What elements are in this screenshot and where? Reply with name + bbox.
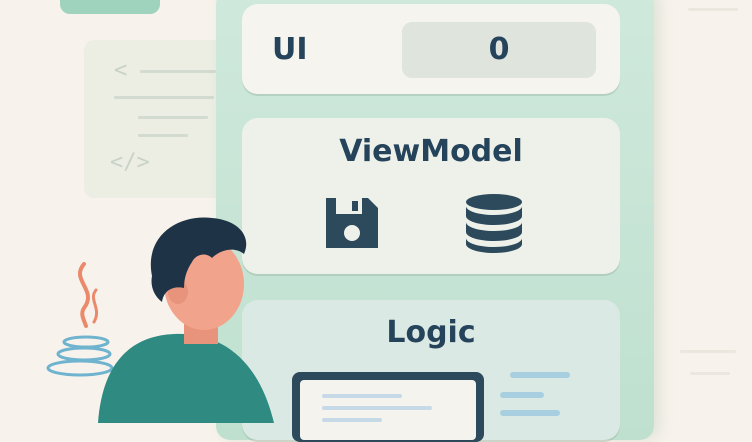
laptop (292, 372, 484, 442)
code-bracket-close: </> (110, 150, 150, 175)
code-line (138, 134, 188, 137)
java-icon (46, 262, 114, 377)
logic-line (510, 372, 570, 378)
side-rule (690, 372, 730, 375)
ui-value-text: 0 (488, 32, 510, 67)
screen-line (322, 394, 402, 398)
laptop-screen (300, 380, 476, 440)
developer-person (98, 217, 274, 423)
ui-value-display: 0 (402, 22, 596, 78)
floppy-disk-icon (326, 198, 378, 248)
viewmodel-layer-card (242, 118, 620, 274)
database-icon (466, 194, 522, 253)
illustration: < </> UI 0 ViewModel Logic (46, 0, 738, 442)
screen-line (322, 406, 432, 410)
code-line (114, 96, 214, 99)
side-rule (688, 8, 738, 11)
top-tab-decoration (60, 0, 160, 14)
code-line (140, 70, 216, 73)
code-card-decoration (84, 40, 234, 198)
side-rule (680, 350, 736, 353)
logic-layer-title: Logic (386, 315, 476, 350)
viewmodel-layer-title: ViewModel (339, 134, 523, 169)
logic-line (500, 392, 544, 398)
screen-line (322, 418, 382, 422)
code-line (138, 116, 208, 119)
ui-layer-label: UI (272, 32, 308, 67)
logic-line (500, 410, 560, 416)
code-bracket-open: < (114, 58, 128, 83)
